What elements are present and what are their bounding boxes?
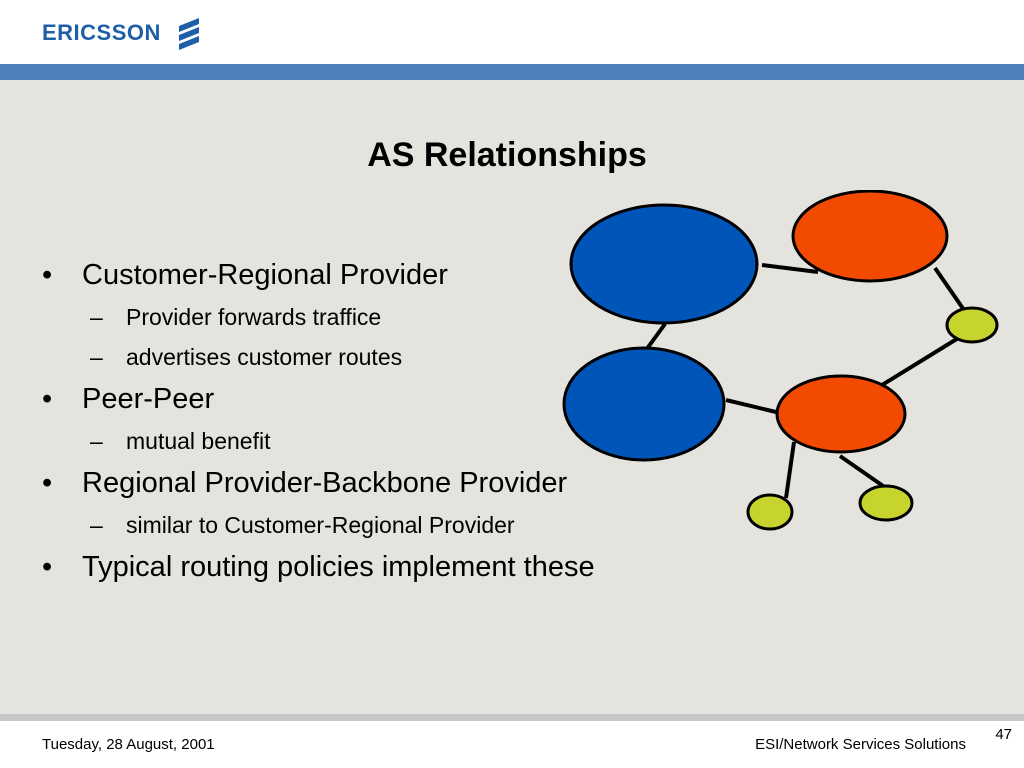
footer [0,721,1024,768]
bullet-list: • Customer-Regional Provider – Provider … [42,258,742,594]
bullet-symbol: • [42,467,53,499]
bullet-symbol: • [42,551,53,583]
link-customer-regional [880,335,962,387]
bullet-item: • Typical routing policies implement the… [42,550,742,584]
bullet-symbol: • [42,259,53,291]
link-backbone-regional-top [761,263,819,274]
link-regional-customer-right [838,454,888,490]
link-backbone-backbone [644,322,667,352]
footer-date: Tuesday, 28 August, 2001 [42,736,215,753]
link-regional-customer-left [784,441,796,499]
link-backbone-regional-bottom [725,398,777,414]
sub-bullet-text: advertises customer routes [126,344,403,370]
header: ERICSSON [0,0,1024,64]
ericsson-logo: ERICSSON [42,16,203,50]
link-regional-customer-top [933,266,966,312]
page-number: 47 [995,726,1012,743]
dash-symbol: – [90,428,103,454]
top-accent-bar [0,64,1024,80]
bullet-text: Regional Provider-Backbone Provider [82,467,568,499]
sub-bullet-item: – mutual benefit [90,426,742,456]
regional-node-bottom [775,374,907,454]
customer-node-bottom-right [858,484,914,522]
customer-node-right [945,306,999,344]
footer-organization: ESI/Network Services Solutions [755,736,966,753]
sub-bullet-text: Provider forwards traffice [126,304,382,330]
sub-bullet-item: – Provider forwards traffice [90,302,742,332]
bottom-divider-bar [0,714,1024,721]
bullet-item: • Peer-Peer [42,382,742,416]
bullet-symbol: • [42,383,53,415]
slide-title: AS Relationships [367,136,647,174]
backbone-node-top [569,203,759,325]
sub-bullet-text: similar to Customer-Regional Provider [126,512,515,538]
diagram-links [644,263,966,499]
bullet-text: Peer-Peer [82,383,215,415]
dash-symbol: – [90,512,103,538]
bullet-text: Typical routing policies implement these [82,551,595,583]
regional-node-top [791,190,949,283]
bullet-text: Customer-Regional Provider [82,259,448,291]
logo-text: ERICSSON [42,20,161,45]
bullet-item: • Customer-Regional Provider [42,258,742,292]
sub-bullet-item: – advertises customer routes [90,342,742,372]
bullet-item: • Regional Provider-Backbone Provider [42,466,742,500]
sub-bullet-item: – similar to Customer-Regional Provider [90,510,742,540]
dash-symbol: – [90,344,103,370]
sub-bullet-text: mutual benefit [126,428,271,454]
customer-node-bottom-left [746,493,794,531]
dash-symbol: – [90,304,103,330]
as-relationship-diagram [562,190,999,531]
ericsson-stripes-icon [178,18,199,50]
backbone-node-bottom [562,346,726,462]
